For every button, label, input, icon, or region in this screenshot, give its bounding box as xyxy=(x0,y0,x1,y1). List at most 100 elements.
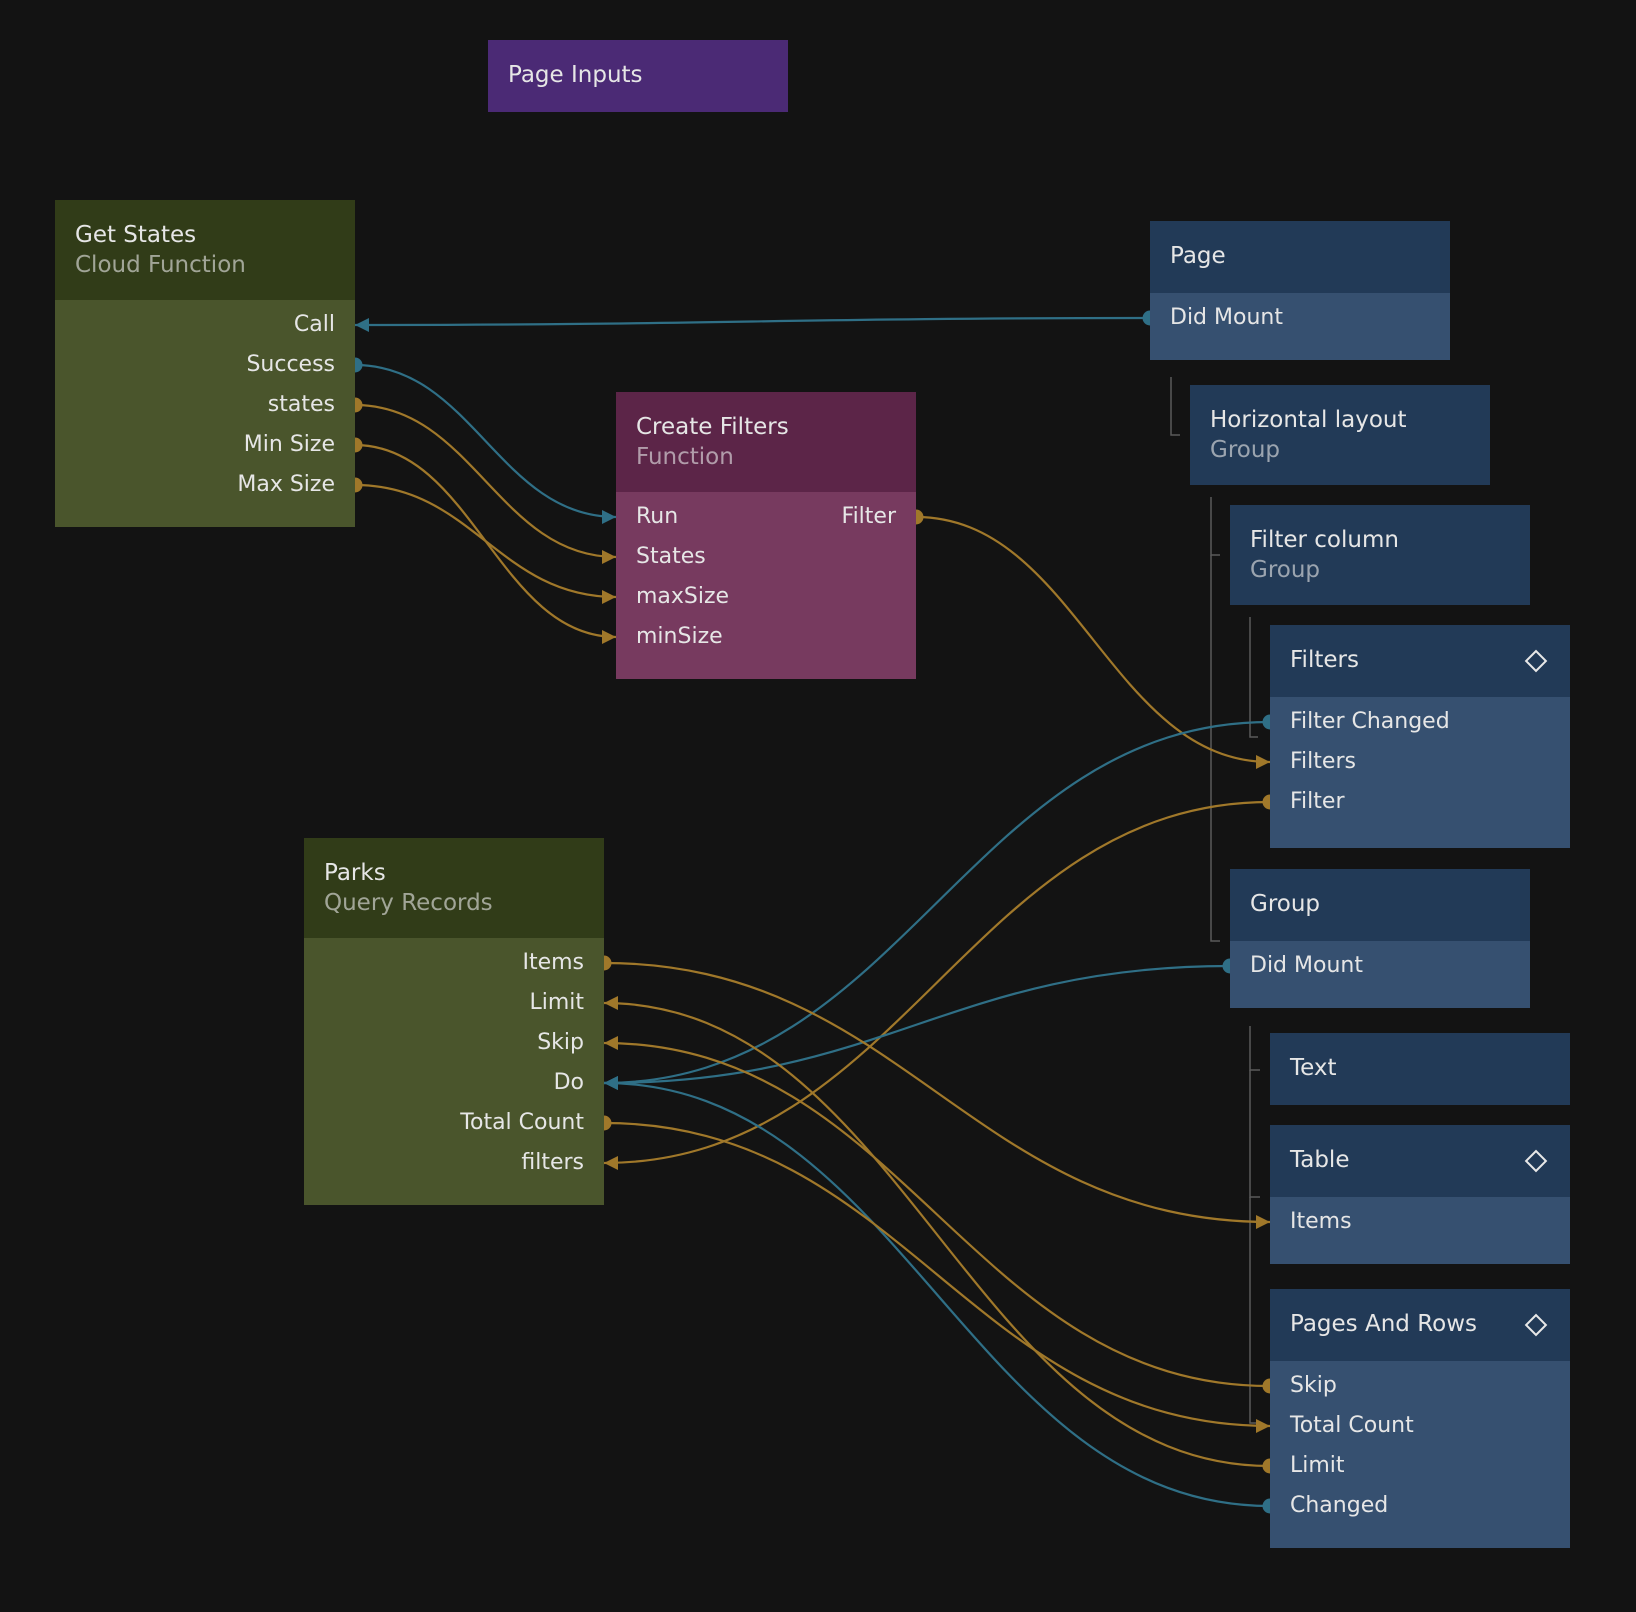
port-did-mount[interactable]: Did Mount xyxy=(1250,953,1363,978)
node-title: Parks xyxy=(324,860,386,886)
port-max-size[interactable]: Max Size xyxy=(237,472,335,497)
wire-data[interactable] xyxy=(354,403,617,559)
port-call[interactable]: Call xyxy=(293,312,335,337)
node-title: Create Filters xyxy=(636,414,789,440)
wire-data[interactable] xyxy=(603,1121,1271,1428)
hierarchy-line xyxy=(1210,555,1220,942)
input-port-arrow[interactable] xyxy=(602,630,616,644)
node-title: Page Inputs xyxy=(508,62,643,88)
node-title: Pages And Rows xyxy=(1290,1311,1478,1337)
port-filter-changed[interactable]: Filter Changed xyxy=(1290,709,1450,734)
port-do[interactable]: Do xyxy=(553,1070,584,1095)
port-min-size[interactable]: Min Size xyxy=(243,432,335,457)
node-ports: Did Mount xyxy=(1230,941,1530,1008)
port-items[interactable]: Items xyxy=(522,950,584,975)
port-limit[interactable]: Limit xyxy=(529,990,584,1015)
node-header[interactable]: Pages And Rows xyxy=(1270,1289,1570,1361)
input-port-arrow[interactable] xyxy=(355,318,369,332)
input-port-arrow[interactable] xyxy=(1256,1419,1270,1433)
wire-data[interactable] xyxy=(915,515,1271,764)
port-filter[interactable]: Filter xyxy=(841,504,896,529)
port-minsize[interactable]: minSize xyxy=(636,624,723,649)
node-title: Horizontal layout xyxy=(1210,407,1407,433)
input-port-arrow[interactable] xyxy=(604,1076,618,1090)
wire-signal[interactable] xyxy=(603,1081,1271,1508)
port-run[interactable]: Run xyxy=(636,504,679,529)
node-header[interactable]: Table xyxy=(1270,1125,1570,1197)
wire-data[interactable] xyxy=(603,1041,1271,1388)
node-ports: Did Mount xyxy=(1150,293,1450,360)
wire-data[interactable] xyxy=(603,800,1271,1165)
wire-signal[interactable] xyxy=(603,720,1271,1085)
wire-signal[interactable] xyxy=(354,363,617,519)
hierarchy-line xyxy=(1249,1197,1260,1424)
hierarchy-line xyxy=(1249,1026,1260,1071)
port-success[interactable]: Success xyxy=(246,352,335,377)
node-text[interactable]: Text xyxy=(1270,1033,1570,1105)
port-total-count[interactable]: Total Count xyxy=(1290,1413,1414,1438)
node-header[interactable]: Text xyxy=(1270,1033,1570,1105)
node-title: Text xyxy=(1290,1055,1337,1081)
node-ports: Items xyxy=(1270,1197,1570,1264)
port-filter[interactable]: Filter xyxy=(1290,789,1345,814)
node-title: Filters xyxy=(1290,647,1359,673)
node-header[interactable]: Page xyxy=(1150,221,1450,293)
wire-signal[interactable] xyxy=(603,964,1231,1085)
input-port-arrow[interactable] xyxy=(1256,755,1270,769)
input-port-arrow[interactable] xyxy=(602,510,616,524)
port-skip[interactable]: Skip xyxy=(537,1030,584,1055)
input-port-arrow[interactable] xyxy=(604,1156,618,1170)
port-filters[interactable]: Filters xyxy=(1290,749,1356,774)
node-header[interactable]: Group xyxy=(1230,869,1530,941)
hierarchy-line xyxy=(1210,497,1220,556)
port-changed[interactable]: Changed xyxy=(1290,1493,1389,1518)
node-header[interactable]: Filters xyxy=(1270,625,1570,697)
input-port-arrow[interactable] xyxy=(604,1036,618,1050)
port-states[interactable]: States xyxy=(636,544,706,569)
node-subtitle: Function xyxy=(636,444,734,470)
wire-data[interactable] xyxy=(354,483,617,599)
input-port-arrow[interactable] xyxy=(1256,1215,1270,1229)
port-filters[interactable]: filters xyxy=(521,1150,584,1175)
node-title: Page xyxy=(1170,243,1226,269)
input-port-arrow[interactable] xyxy=(602,590,616,604)
node-title: Get States xyxy=(75,222,197,248)
wire-data[interactable] xyxy=(603,961,1271,1224)
wire-signal[interactable] xyxy=(354,316,1151,327)
input-port-arrow[interactable] xyxy=(604,996,618,1010)
port-states[interactable]: states xyxy=(267,392,335,417)
port-did-mount[interactable]: Did Mount xyxy=(1170,305,1283,330)
hierarchy-line xyxy=(1170,377,1180,436)
port-total-count[interactable]: Total Count xyxy=(460,1110,584,1135)
node-page-inputs[interactable]: Page Inputs xyxy=(488,40,788,112)
node-header[interactable]: Page Inputs xyxy=(488,40,788,112)
port-skip[interactable]: Skip xyxy=(1290,1373,1337,1398)
port-items[interactable]: Items xyxy=(1290,1209,1352,1234)
wire-data[interactable] xyxy=(603,1001,1271,1468)
port-limit[interactable]: Limit xyxy=(1290,1453,1345,1478)
node-subtitle: Cloud Function xyxy=(75,252,246,278)
node-title: Filter column xyxy=(1250,527,1399,553)
port-maxsize[interactable]: maxSize xyxy=(636,584,730,609)
input-port-arrow[interactable] xyxy=(602,550,616,564)
